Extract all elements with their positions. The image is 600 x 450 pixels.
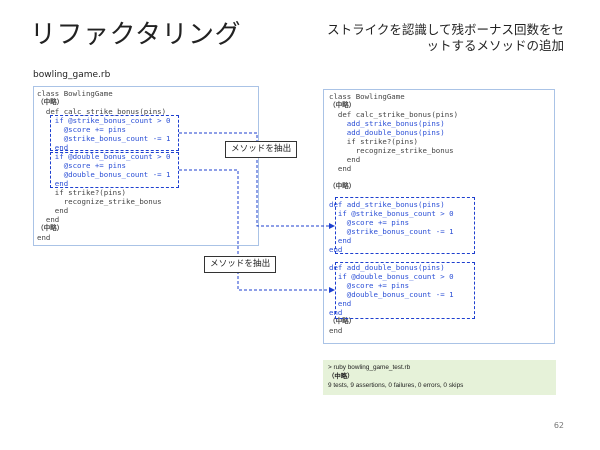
code-line: if @double_bonus_count > 0	[37, 152, 171, 161]
code-line: end	[37, 179, 69, 188]
code-line: （中略）	[37, 98, 64, 106]
code-line: recognize_strike_bonus	[329, 146, 454, 155]
terminal-result: 9 tests, 9 assertions, 0 failures, 0 err…	[328, 382, 464, 389]
code-line: if strike?(pins)	[329, 137, 418, 146]
code-line: class BowlingGame	[37, 89, 113, 98]
code-line: （中略）	[329, 101, 356, 109]
refactored-code-panel: class BowlingGame（中略） def calc_strike_bo…	[323, 89, 555, 344]
code-line: （中略）	[37, 224, 64, 232]
page-number: 62	[553, 421, 564, 430]
code-line: end	[329, 326, 343, 335]
code-line: def calc_strike_bonus(pins)	[329, 110, 459, 119]
code-line: @score += pins	[37, 125, 126, 134]
code-line: end	[37, 206, 69, 215]
slide-subtitle: ストライクを認識して残ボーナス回数をセットするメソッドの追加	[327, 22, 564, 53]
code-line: def calc_strike_bonus(pins)	[37, 107, 167, 116]
code-line: （中略）	[329, 317, 356, 325]
code-line: if @strike_bonus_count > 0	[329, 209, 454, 218]
code-line: （中略）	[329, 182, 356, 190]
terminal-command: > ruby bowling_game_test.rb	[328, 364, 411, 371]
code-line: @score += pins	[329, 218, 410, 227]
code-line: if @double_bonus_count > 0	[329, 272, 454, 281]
code-line: end	[329, 164, 352, 173]
code-line: recognize_strike_bonus	[37, 197, 162, 206]
code-line: end	[329, 155, 361, 164]
double-bonus-block-highlight	[50, 152, 179, 188]
code-line: if strike?(pins)	[37, 188, 126, 197]
connector-double	[179, 169, 335, 293]
add-strike-bonus-method-highlight	[335, 197, 475, 254]
code-line: class BowlingGame	[329, 92, 405, 101]
code-line: @strike_bonus_count -= 1	[37, 134, 171, 143]
code-line: add_double_bonus(pins)	[329, 128, 445, 137]
code-line: end	[37, 233, 51, 242]
code-line: add_strike_bonus(pins)	[329, 119, 445, 128]
code-line: end	[329, 236, 352, 245]
code-line: end	[37, 215, 60, 224]
code-line: if @strike_bonus_count > 0	[37, 116, 171, 125]
code-line: end	[37, 143, 69, 152]
code-line: @double_bonus_count -= 1	[37, 170, 171, 179]
test-output-panel: > ruby bowling_game_test.rb （中略） 9 tests…	[323, 360, 556, 395]
code-line: @double_bonus_count -= 1	[329, 290, 454, 299]
extract-method-callout-2: メソッドを抽出	[204, 256, 277, 273]
code-line: @score += pins	[329, 281, 410, 290]
strike-bonus-block-highlight	[50, 115, 179, 151]
file-name-label: bowling_game.rb	[33, 70, 111, 80]
code-line: end	[329, 299, 352, 308]
add-double-bonus-method-highlight	[335, 262, 475, 319]
code-line: @score += pins	[37, 161, 126, 170]
extract-method-callout-1: メソッドを抽出	[225, 141, 298, 158]
terminal-omitted: （中略）	[328, 373, 354, 380]
code-line: @strike_bonus_count -= 1	[329, 227, 454, 236]
original-code-panel: class BowlingGame（中略） def calc_strike_bo…	[33, 86, 259, 246]
slide-title: リファクタリング	[30, 20, 241, 50]
